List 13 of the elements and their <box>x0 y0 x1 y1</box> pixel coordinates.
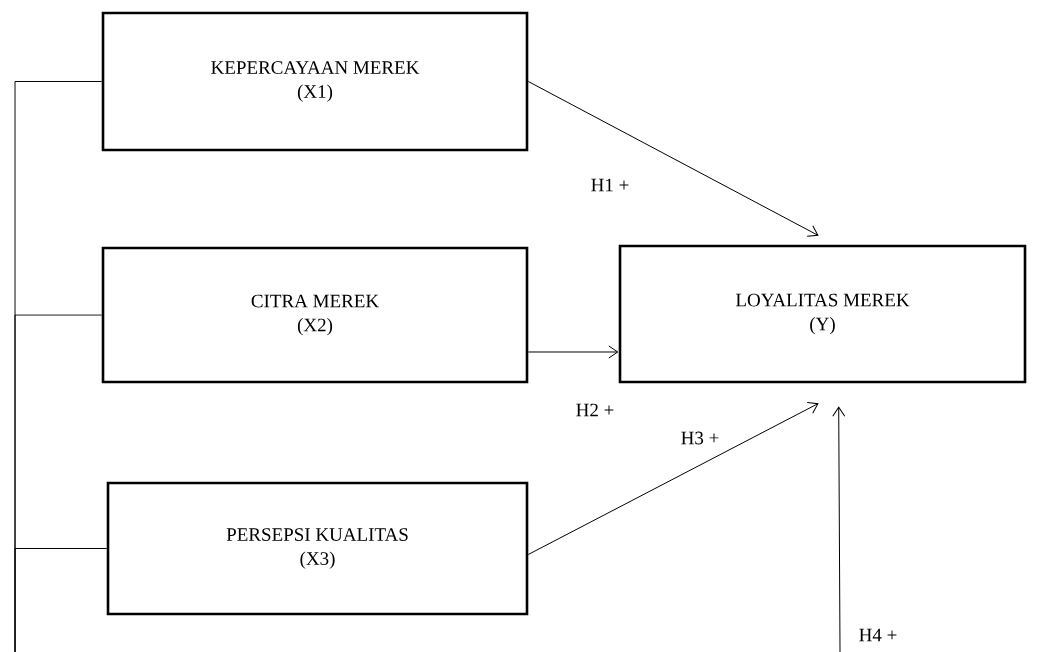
variable-box: KEPERCAYAAN MEREK (X1) <box>101 11 529 152</box>
edge-label: H2 + <box>574 402 616 418</box>
connector-line <box>14 548 108 652</box>
arrow <box>527 81 819 237</box>
edge-label: H3 + <box>679 430 721 446</box>
edge-label: H1 + <box>589 177 631 193</box>
variable-box: CITRA MEREK (X2) <box>101 246 529 384</box>
arrow <box>527 345 619 359</box>
arrow <box>527 402 819 555</box>
edge-label: H4 + <box>857 627 899 643</box>
variable-box: PERSEPSI KUALITAS (X3) <box>106 481 529 616</box>
arrow <box>832 406 846 652</box>
variable-box: LOYALITAS MEREK (Y) <box>618 244 1027 384</box>
